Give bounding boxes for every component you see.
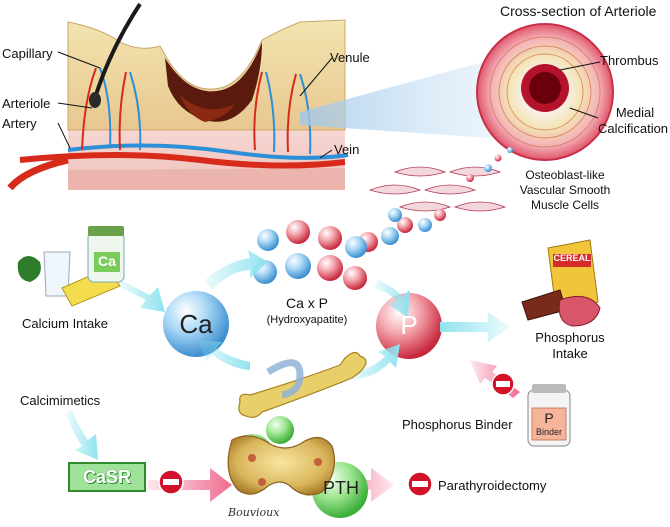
magnification-beam — [300, 52, 520, 140]
thyroid-gland — [227, 435, 335, 496]
ca-sphere-label: Ca — [179, 309, 213, 339]
signature: Bouvioux — [228, 506, 280, 519]
vein-label: Vein — [334, 142, 360, 157]
capillary-label: Capillary — [2, 46, 53, 61]
bone — [238, 351, 367, 418]
arteriole-cross-section — [476, 23, 614, 161]
osteoblast-label-line3: Muscle Cells — [530, 198, 599, 212]
cross-section-title: Cross-section of Arteriole — [500, 3, 657, 19]
thrombus-label: Thrombus — [600, 53, 659, 68]
medial-calcification-label-line1: Medial — [615, 105, 655, 120]
phosphorus-intake-label-line1: Phosphorus — [535, 330, 605, 345]
medial-calcification-label-line2: Calcification — [597, 121, 669, 136]
cereal-label: CEREAL — [553, 253, 591, 263]
p-sphere — [376, 293, 442, 359]
calcimimetics-label: Calcimimetics — [20, 393, 101, 408]
hydroxyapatite-label: (Hydroxyapatite) — [266, 314, 348, 326]
p-intake-arrow — [440, 312, 510, 342]
ca-bottle-label: Ca — [98, 253, 116, 269]
pth-label: PTH — [323, 478, 359, 498]
phosphorus-foods — [521, 239, 601, 327]
particle-trail — [358, 147, 513, 252]
cyan-arrows — [66, 250, 410, 460]
calcium-intake-label: Calcium Intake — [22, 316, 108, 331]
arteriole-label: Arteriole — [2, 96, 51, 111]
phosphorus-binder-label: Phosphorus Binder — [402, 417, 513, 432]
leader-lines — [57, 51, 333, 159]
caxp-spheres — [253, 220, 367, 290]
parathyroidectomy-label: Parathyroidectomy — [438, 478, 547, 493]
p-sphere-label: P — [400, 310, 418, 340]
remodeling-arrow — [266, 359, 304, 399]
caxp-label: Ca x P — [285, 295, 328, 311]
binder-p-label: P — [544, 410, 554, 426]
phosphorus-intake-label-line2: Intake — [552, 346, 588, 361]
inhibit-sign-calcimimetics — [158, 469, 184, 495]
skin-section — [7, 2, 349, 191]
osteoblast-label-line2: Vascular Smooth — [519, 183, 611, 197]
smooth-muscle-cells — [368, 166, 507, 212]
artery-label: Artery — [2, 116, 37, 131]
binder-text-label: Binder — [535, 427, 562, 437]
inhibit-sign-parathyroidectomy — [407, 471, 433, 497]
calcium-foods — [17, 226, 125, 307]
osteoblast-label-line1: Osteoblast-like — [525, 168, 605, 182]
inhibit-sign-binder — [491, 372, 515, 396]
binder-bottle — [527, 384, 571, 447]
venule-label: Venule — [330, 50, 370, 65]
ca-sphere — [163, 291, 229, 357]
casr-box: CaSR — [68, 462, 146, 492]
